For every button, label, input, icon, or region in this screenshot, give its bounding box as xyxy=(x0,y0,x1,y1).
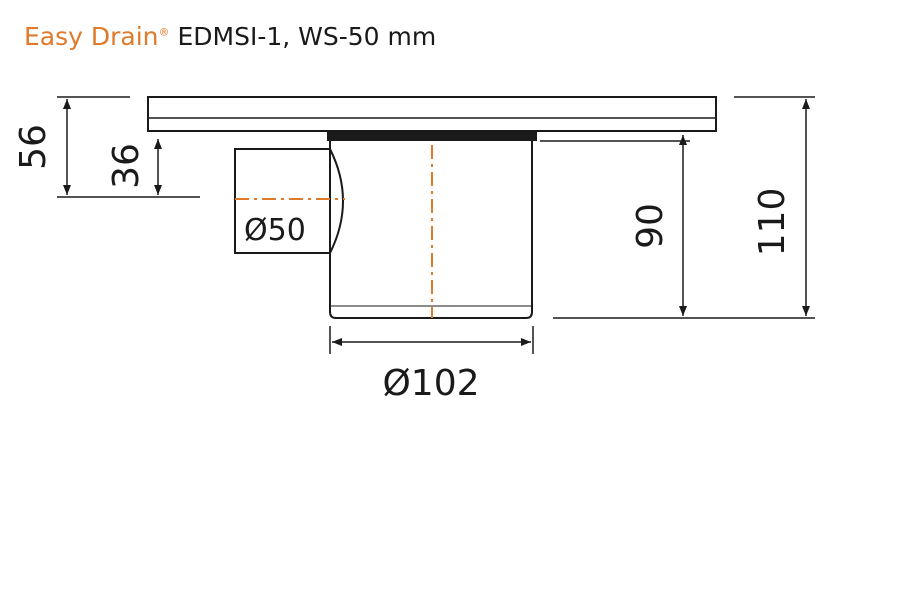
registered-mark: ® xyxy=(158,25,170,39)
dimension-label-110: 110 xyxy=(752,188,793,257)
grate-frame xyxy=(147,96,717,132)
outlet-joint-curve xyxy=(329,148,344,254)
outlet-pipe xyxy=(234,148,330,254)
dimension-label-36: 36 xyxy=(106,143,147,189)
dimension-label-body-diameter: Ø102 xyxy=(382,363,479,404)
body-flange xyxy=(327,131,537,141)
model-name: EDMSI-1, WS-50 mm xyxy=(177,22,437,51)
brand-name: Easy Drain xyxy=(24,22,159,51)
diagram-title: Easy Drain® EDMSI-1, WS-50 mm xyxy=(24,22,436,51)
dimension-label-56: 56 xyxy=(13,124,54,170)
dimension-label-outlet-diameter: Ø50 xyxy=(244,213,306,248)
dimension-label-90: 90 xyxy=(630,203,671,249)
